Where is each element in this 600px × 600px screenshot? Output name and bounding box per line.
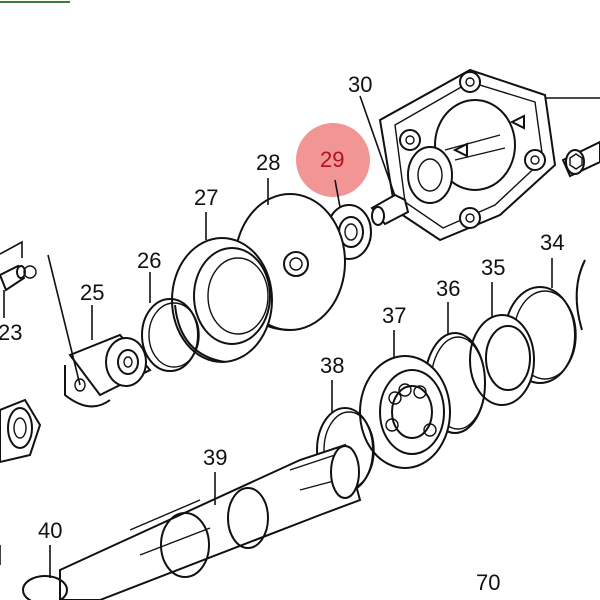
part-23-pin — [0, 240, 37, 318]
highlight-circle — [296, 123, 370, 197]
housing-cover — [378, 68, 600, 242]
bolt-right — [561, 140, 600, 178]
part-25-bearing — [47, 254, 152, 408]
label-35: 35 — [481, 255, 505, 280]
label-34: 34 — [540, 230, 564, 255]
part-35-ring — [469, 282, 535, 406]
label-23: 23 — [0, 320, 22, 345]
label-39: 39 — [203, 445, 227, 470]
part-39-shaft — [59, 443, 362, 600]
label-30: 30 — [348, 72, 372, 97]
edge-ring — [575, 259, 586, 331]
label-70: 70 — [476, 570, 500, 595]
label-37: 37 — [382, 303, 406, 328]
label-26: 26 — [137, 248, 161, 273]
label-40: 40 — [38, 518, 62, 543]
part-37-bearing — [359, 330, 451, 469]
label-36: 36 — [436, 276, 460, 301]
label-38: 38 — [320, 353, 344, 378]
label-28: 28 — [256, 150, 280, 175]
label-25: 25 — [80, 280, 104, 305]
part-30-valve — [359, 95, 410, 226]
label-29: 29 — [320, 147, 344, 172]
left-nut — [0, 398, 42, 464]
part-26-oring — [141, 272, 200, 372]
part-40-ring — [22, 545, 68, 600]
label-27: 27 — [194, 185, 218, 210]
